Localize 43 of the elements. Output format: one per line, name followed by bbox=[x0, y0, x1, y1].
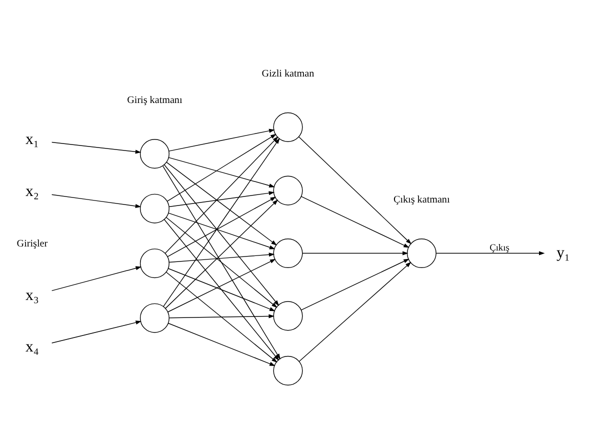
arrow bbox=[164, 164, 280, 306]
arrow bbox=[51, 142, 142, 154]
node-circle bbox=[140, 303, 170, 333]
arrow bbox=[300, 196, 410, 248]
node-circle bbox=[140, 194, 170, 224]
arrow bbox=[164, 136, 278, 254]
node-text: y₁ bbox=[556, 244, 570, 262]
arrow bbox=[168, 157, 275, 188]
node-circle bbox=[140, 248, 170, 278]
arrow bbox=[166, 217, 278, 308]
label: Çıkış katmanı bbox=[394, 194, 450, 206]
label: Giriş katmanı bbox=[127, 95, 182, 106]
arrow bbox=[51, 194, 142, 208]
node-text: x₃ bbox=[25, 286, 39, 304]
node-circle bbox=[140, 139, 170, 169]
label: Gizli katman bbox=[262, 68, 314, 80]
arrow bbox=[298, 262, 412, 362]
arrow bbox=[302, 251, 408, 256]
node-text: x₁ bbox=[25, 131, 39, 148]
label: Girişler bbox=[16, 238, 48, 250]
node-circle bbox=[273, 238, 303, 268]
arrow bbox=[167, 196, 276, 257]
arrow bbox=[436, 251, 545, 256]
arrow bbox=[168, 212, 276, 250]
node-text: x₂ bbox=[25, 183, 39, 200]
arrow bbox=[163, 138, 280, 307]
edge-label: Çıkış bbox=[490, 244, 510, 254]
arrow bbox=[51, 266, 142, 292]
arrow bbox=[168, 314, 274, 318]
arrow bbox=[300, 258, 410, 310]
arrow bbox=[165, 199, 278, 309]
node-text: x₄ bbox=[25, 338, 39, 356]
arrow bbox=[168, 191, 275, 208]
arrow bbox=[166, 134, 276, 202]
arrow bbox=[168, 252, 275, 263]
arrow bbox=[167, 258, 276, 312]
arrow bbox=[168, 322, 276, 366]
arrow bbox=[298, 136, 412, 244]
arrow bbox=[168, 268, 276, 312]
arrow bbox=[166, 272, 278, 363]
arrow bbox=[51, 320, 142, 344]
arrow bbox=[168, 128, 275, 152]
arrow bbox=[166, 162, 277, 246]
